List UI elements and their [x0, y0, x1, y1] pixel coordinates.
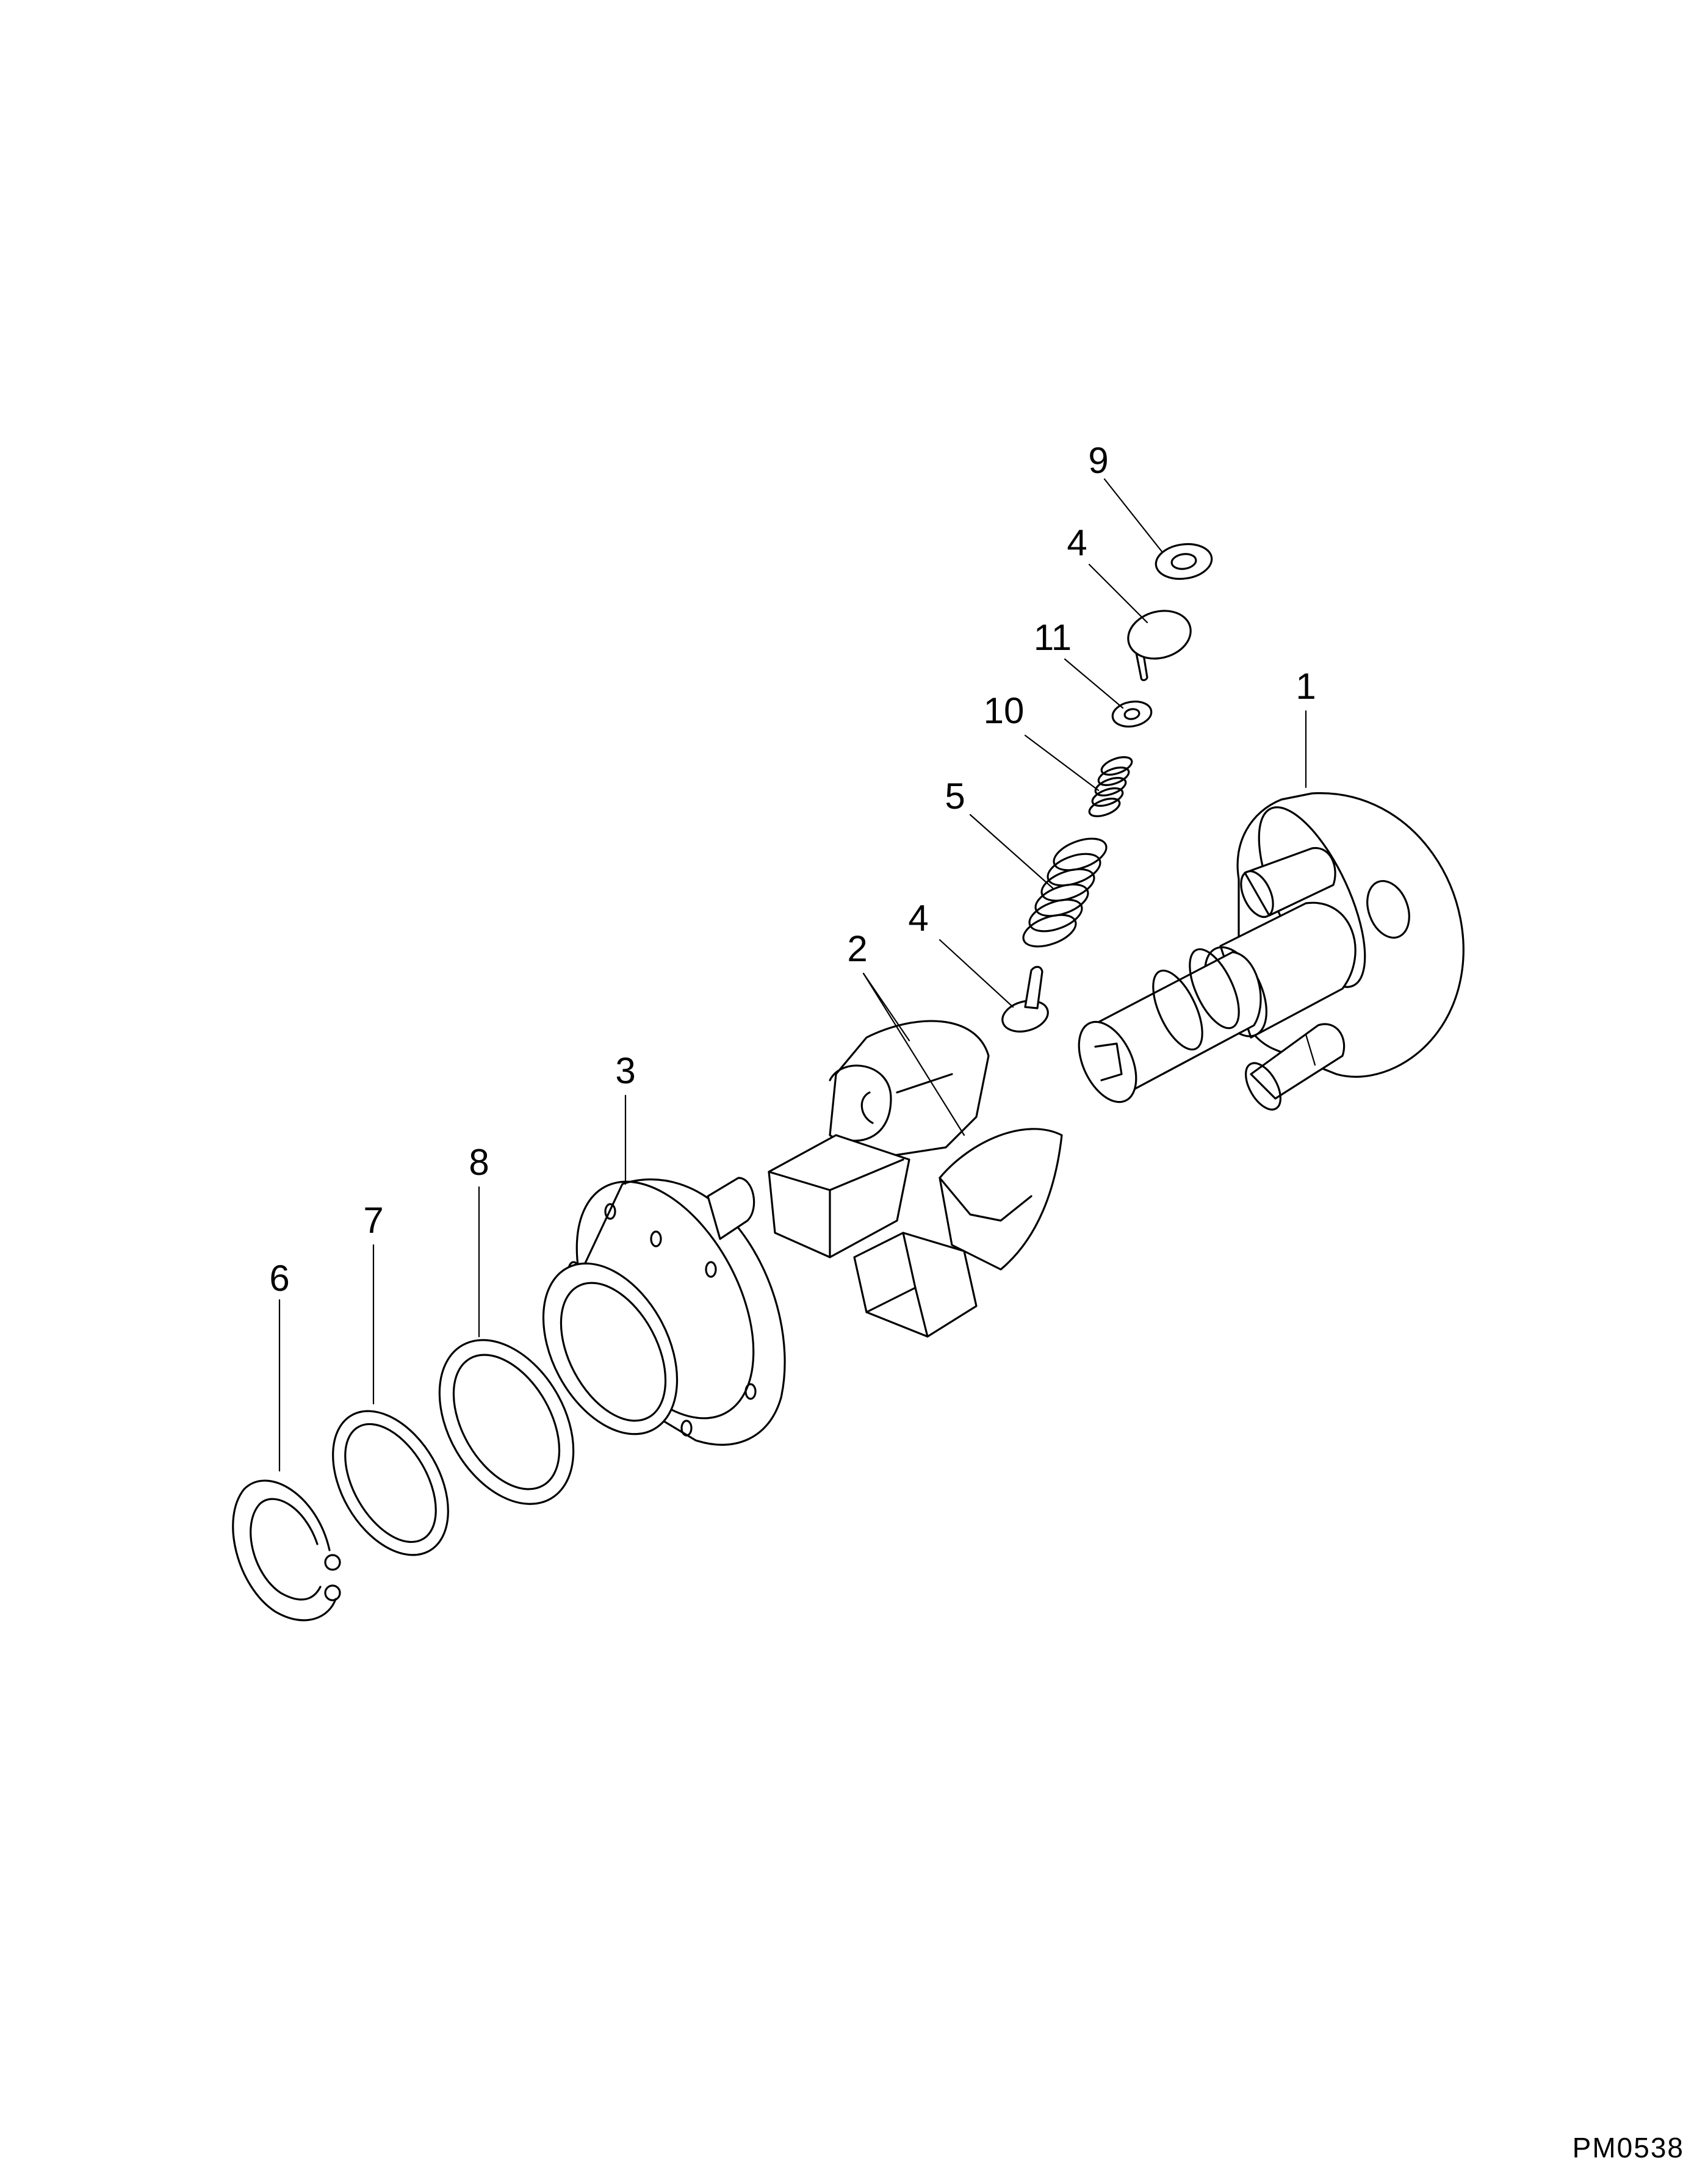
callout-1: 1 [1295, 666, 1316, 707]
callout-9: 9 [1088, 440, 1108, 481]
part-2-coupling-element [768, 1020, 1063, 1338]
callout-10: 10 [984, 690, 1025, 731]
callout-8: 8 [469, 1142, 489, 1183]
callout-7: 7 [363, 1200, 383, 1241]
part-4-pin-upper [1127, 610, 1192, 682]
callout-4-lower: 4 [908, 898, 928, 939]
callout-6: 6 [269, 1258, 289, 1299]
leader-lines [278, 478, 1307, 1472]
part-7-ring [332, 1410, 449, 1556]
part-6-snap-ring [232, 1479, 341, 1622]
part-8-ring [438, 1339, 575, 1505]
part-3-hub-housing [542, 1177, 786, 1446]
callout-5: 5 [945, 776, 965, 817]
part-4-pin-lower [1001, 965, 1049, 1033]
part-5-spring [1022, 837, 1108, 948]
part-1-shaft-flange [1078, 792, 1465, 1111]
part-10-small-spring [1088, 756, 1133, 817]
drawing-code: PM0538 [1573, 2132, 1684, 2164]
callout-3: 3 [615, 1050, 635, 1091]
callout-4-upper: 4 [1067, 522, 1087, 563]
callout-11: 11 [1034, 617, 1072, 658]
callout-2: 2 [847, 928, 867, 969]
part-9-washer [1155, 543, 1213, 580]
callout-labels: 1 2 3 4 5 10 11 4 9 8 7 6 [269, 440, 1316, 1299]
